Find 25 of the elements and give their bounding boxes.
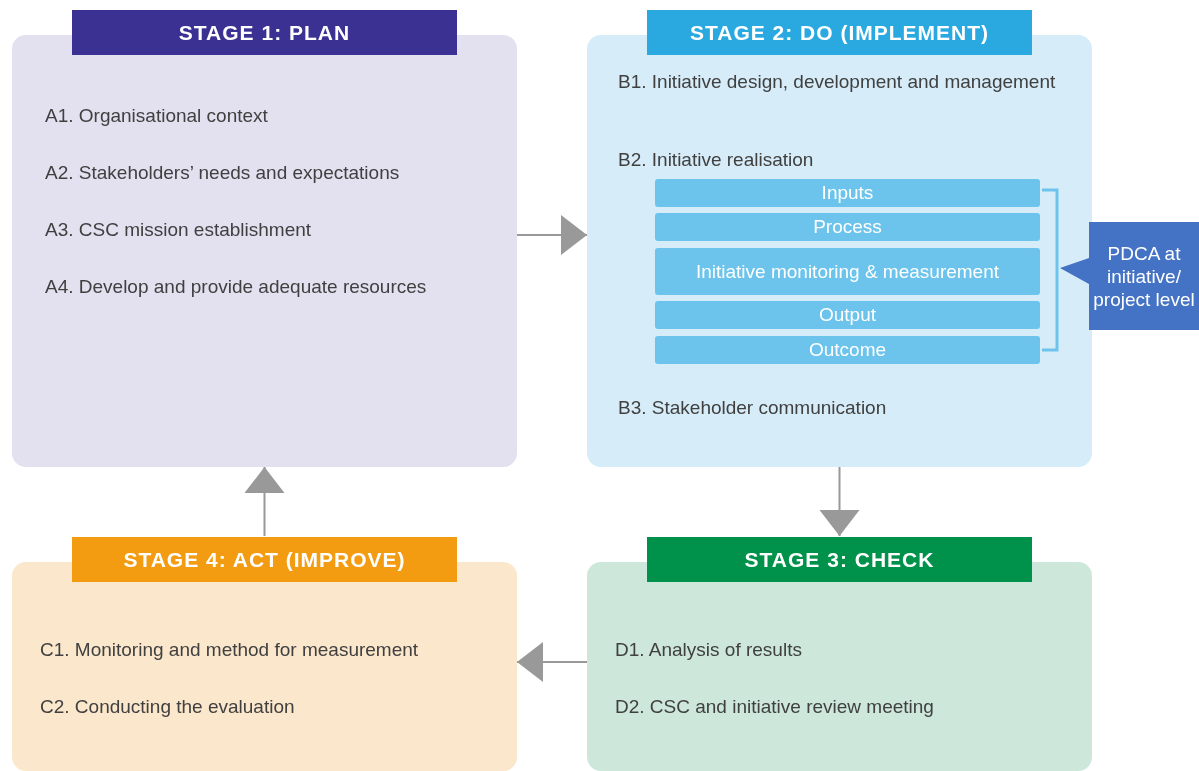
list-item: A2. Stakeholders’ needs and expectations <box>45 161 401 185</box>
arrow <box>516 215 588 255</box>
list-item: A4. Develop and provide adequate resources <box>45 275 428 299</box>
step-bar: Outcome <box>655 336 1040 364</box>
arrow <box>819 466 860 537</box>
list-item: B2. Initiative realisation <box>618 148 815 172</box>
stage-title: STAGE 1: PLAN <box>72 10 457 55</box>
stage-title: STAGE 3: CHECK <box>647 537 1032 582</box>
step-bar: Process <box>655 213 1040 241</box>
list-item: B1. Initiative design, development and management <box>618 70 1057 94</box>
list-item: D2. CSC and initiative review meeting <box>615 695 935 719</box>
callout-box: PDCA at initiative/ project level <box>1060 222 1199 330</box>
arrow <box>516 642 588 682</box>
arrow <box>244 466 285 537</box>
list-item: C2. Conducting the evaluation <box>40 695 296 719</box>
list-item: A1. Organisational context <box>45 104 269 128</box>
step-bar: Output <box>655 301 1040 329</box>
step-bar: Initiative monitoring & measurement <box>655 248 1040 295</box>
stage-title: STAGE 2: DO (IMPLEMENT) <box>647 10 1032 55</box>
step-bar: Inputs <box>655 179 1040 207</box>
list-item: C1. Monitoring and method for measurement <box>40 638 420 662</box>
list-item: B3. Stakeholder communication <box>618 396 888 420</box>
list-item: D1. Analysis of results <box>615 638 803 662</box>
list-item: A3. CSC mission establishment <box>45 218 313 242</box>
stage-title: STAGE 4: ACT (IMPROVE) <box>72 537 457 582</box>
